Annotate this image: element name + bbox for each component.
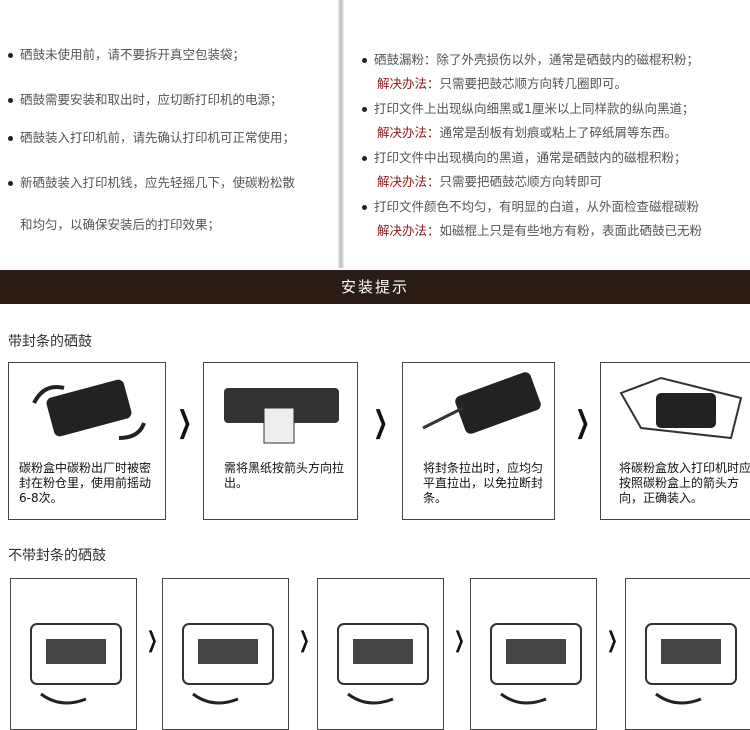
- bullet-icon: [8, 181, 13, 186]
- bullet-icon: [362, 58, 367, 63]
- bullet-icon: [362, 156, 367, 161]
- divider: [338, 0, 344, 268]
- note-text: 新硒鼓装入打印机钱，应先轻摇几下，使碳粉松散: [20, 175, 296, 190]
- solution-label: 解决办法：: [377, 76, 440, 91]
- note-text: 硒鼓装入打印机前，请先确认打印机可正常使用；: [20, 130, 296, 145]
- problem-text: 硒鼓漏粉：除了外壳损伤以外，通常是硒鼓内的磁棍积粉；: [374, 52, 700, 67]
- step-caption: 将封条拉出时，应均匀平直拉出，以免拉断封条。: [423, 461, 544, 505]
- chevron-right-icon: ❯: [298, 628, 310, 653]
- chevron-right-icon: ❯: [575, 405, 591, 440]
- bullet-icon: [8, 98, 13, 103]
- printer-step-illustration: [30, 623, 122, 705]
- problem-text: 打印文件颜色不均匀，有明显的白道，从外面检查磁棍碳粉: [374, 199, 700, 214]
- note-item: 和均匀，以确保安装后的打印效果；: [20, 214, 220, 233]
- solution-text: 如磁棍上只是有些地方有粉，表面此硒鼓已无粉: [439, 223, 703, 238]
- note-item: 硒鼓未使用前，请不要拆开真空包装袋；: [8, 44, 245, 63]
- solution-text: 通常是刮板有划痕或粘上了碎纸屑等东西。: [439, 125, 678, 140]
- problem-item: 打印文件中出现横向的黑道，通常是硒鼓内的磁棍积粉；: [362, 147, 687, 166]
- solution-item: 解决办法：只需要把硒鼓芯顺方向转即可: [377, 171, 602, 190]
- printer-step-illustration: [645, 623, 737, 705]
- step-caption: 需将黑纸按箭头方向拉出。: [224, 461, 345, 490]
- insert-cartridge-illustration: [619, 376, 743, 440]
- step-box: [625, 578, 750, 730]
- bullet-icon: [362, 205, 367, 210]
- solution-text: 只需要把硒鼓芯顺方向转即可: [439, 174, 603, 189]
- chevron-right-icon: ❯: [146, 628, 158, 653]
- problem-text: 打印文件中出现横向的黑道，通常是硒鼓内的磁棍积粉；: [374, 150, 687, 165]
- step-caption: 碳粉盒中碳粉出厂时被密封在粉仓里，使用前摇动6-8次。: [19, 461, 152, 505]
- problem-item: 打印文件上出现纵向细黑或1厘米以上同样款的纵向黑道；: [362, 98, 694, 117]
- note-item: 新硒鼓装入打印机钱，应先轻摇几下，使碳粉松散: [8, 172, 295, 191]
- pull-paper-illustration: [224, 388, 339, 444]
- step-box: 需将黑纸按箭头方向拉出。: [203, 362, 358, 520]
- cartridge-shake-illustration: [32, 379, 146, 440]
- pull-seal-illustration: [422, 372, 541, 434]
- problem-item: 硒鼓漏粉：除了外壳损伤以外，通常是硒鼓内的磁棍积粉；: [362, 49, 699, 68]
- step-caption: 将碳粉盒放入打印机时应按照碳粉盒上的箭头方向，正确装入。: [619, 461, 750, 505]
- step-box: [10, 578, 137, 730]
- chevron-right-icon: ❯: [453, 628, 465, 653]
- section-title-unsealed: 不带封条的硒鼓: [8, 548, 106, 564]
- bullet-icon: [8, 53, 13, 58]
- step-box: [317, 578, 444, 730]
- problem-item: 打印文件颜色不均匀，有明显的白道，从外面检查磁棍碳粉: [362, 196, 699, 215]
- note-item: 硒鼓需要安装和取出时，应切断打印机的电源；: [8, 89, 283, 108]
- note-item: 硒鼓装入打印机前，请先确认打印机可正常使用；: [8, 127, 295, 146]
- printer-step-illustration: [182, 623, 274, 705]
- step-box: [162, 578, 289, 730]
- solution-label: 解决办法：: [377, 125, 440, 140]
- chevron-right-icon: ❯: [177, 405, 193, 440]
- solution-label: 解决办法：: [377, 174, 440, 189]
- printer-step-illustration: [490, 623, 582, 705]
- printer-step-illustration: [337, 623, 429, 705]
- chevron-right-icon: ❯: [373, 405, 389, 440]
- bullet-icon: [362, 107, 367, 112]
- solution-item: 解决办法：只需要把鼓芯顺方向转几圈即可。: [377, 73, 627, 92]
- step-box: 将碳粉盒放入打印机时应按照碳粉盒上的箭头方向，正确装入。: [600, 362, 750, 520]
- note-text: 硒鼓未使用前，请不要拆开真空包装袋；: [20, 47, 246, 62]
- step-box: [470, 578, 597, 730]
- note-text: 和均匀，以确保安装后的打印效果；: [20, 217, 221, 232]
- solution-text: 只需要把鼓芯顺方向转几圈即可。: [439, 76, 628, 91]
- solution-item: 解决办法：如磁棍上只是有些地方有粉，表面此硒鼓已无粉: [377, 220, 702, 239]
- notes-section: 硒鼓未使用前，请不要拆开真空包装袋； 硒鼓需要安装和取出时，应切断打印机的电源；…: [0, 0, 750, 268]
- step-box: 碳粉盒中碳粉出厂时被密封在粉仓里，使用前摇动6-8次。: [8, 362, 166, 520]
- install-tips-banner: 安装提示: [0, 270, 750, 304]
- bullet-icon: [8, 136, 13, 141]
- problem-text: 打印文件上出现纵向细黑或1厘米以上同样款的纵向黑道；: [374, 101, 695, 116]
- section-title-sealed: 带封条的硒鼓: [8, 334, 92, 350]
- note-text: 硒鼓需要安装和取出时，应切断打印机的电源；: [20, 92, 283, 107]
- chevron-right-icon: ❯: [606, 628, 618, 653]
- solution-item: 解决办法：通常是刮板有划痕或粘上了碎纸屑等东西。: [377, 122, 677, 141]
- step-box: 将封条拉出时，应均匀平直拉出，以免拉断封条。: [402, 362, 555, 520]
- solution-label: 解决办法：: [377, 223, 440, 238]
